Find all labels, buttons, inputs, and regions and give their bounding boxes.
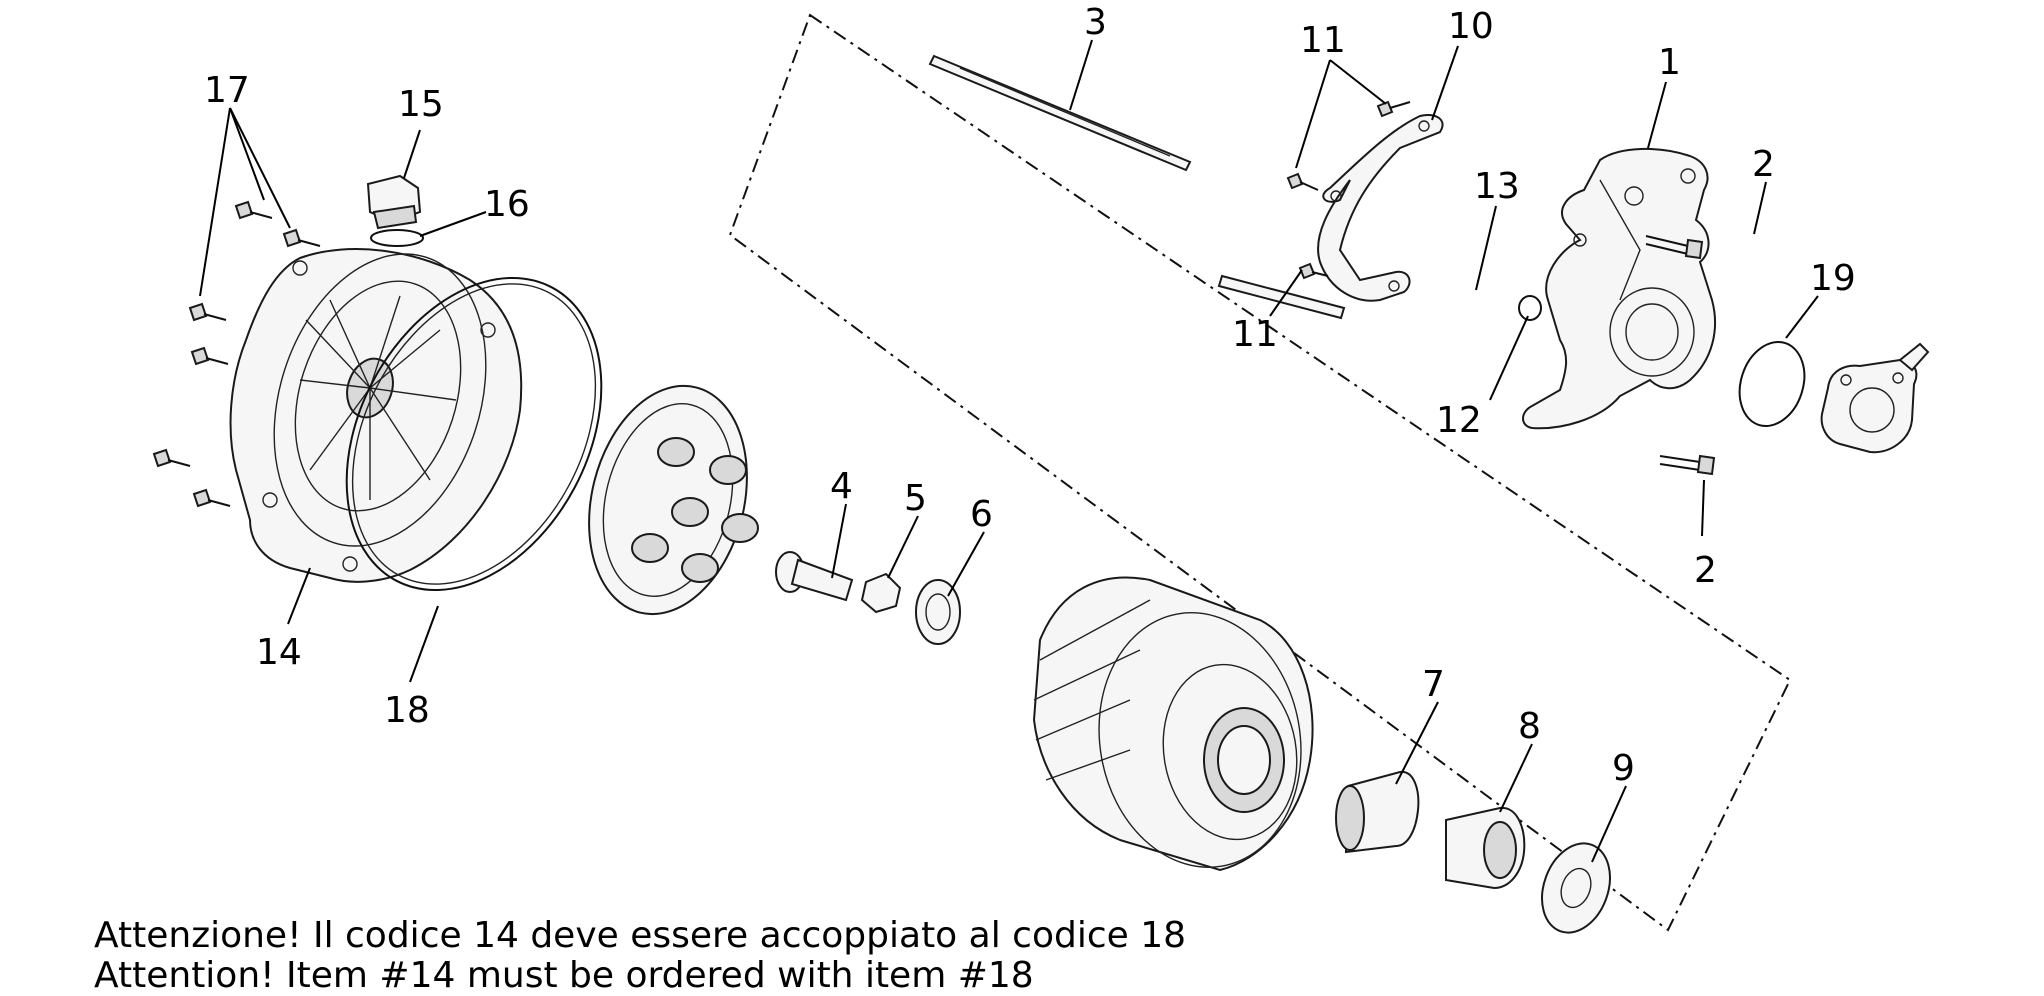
part-13-pin bbox=[1217, 274, 1346, 320]
callout-12: 12 bbox=[1436, 400, 1482, 441]
part-17-cover-bolts bbox=[152, 200, 321, 508]
assembly-boundary bbox=[728, 13, 1792, 932]
part-9-thrust-washer bbox=[1541, 842, 1611, 934]
part-18-gasket-inner bbox=[351, 283, 597, 585]
leader-lines bbox=[199, 39, 1819, 863]
part-11-screw-mid bbox=[1286, 172, 1319, 191]
part-6-lock-washer bbox=[915, 579, 961, 645]
part-11-screw-top bbox=[1376, 100, 1411, 118]
callout-numbers: 1 2 2 3 4 5 6 7 8 9 10 11 11 12 13 14 15… bbox=[204, 2, 1856, 789]
callout-13: 13 bbox=[1474, 166, 1520, 207]
callout-11-top: 11 bbox=[1300, 20, 1346, 61]
part-8-bushing bbox=[1445, 806, 1526, 890]
part-7-needle-bearing bbox=[1335, 770, 1420, 854]
part-14-clutch-cover bbox=[229, 248, 523, 583]
part-3-rod bbox=[928, 54, 1192, 172]
callout-1: 1 bbox=[1658, 42, 1681, 83]
part-15-filler-cap bbox=[366, 174, 422, 230]
callout-10: 10 bbox=[1448, 6, 1494, 47]
slave-cylinder bbox=[1820, 342, 1930, 454]
part-19-o-ring bbox=[1738, 340, 1806, 428]
clutch-basket bbox=[1032, 576, 1314, 872]
callout-15: 15 bbox=[398, 84, 444, 125]
callout-16: 16 bbox=[484, 184, 530, 225]
pressure-plate bbox=[588, 384, 759, 616]
callout-17: 17 bbox=[204, 70, 250, 111]
part-5-nut bbox=[860, 572, 902, 614]
note-italian: Attenzione! Il codice 14 deve essere acc… bbox=[94, 915, 1187, 956]
part-1-housing bbox=[1522, 148, 1716, 430]
callout-6: 6 bbox=[970, 494, 993, 535]
part-2-bolt-lower bbox=[1659, 454, 1716, 476]
part-11-screw-low bbox=[1298, 262, 1329, 280]
part-4-push-rod bbox=[775, 551, 854, 602]
part-12-o-ring bbox=[1518, 295, 1542, 321]
note-english: Attention! Item #14 must be ordered with… bbox=[94, 955, 1034, 996]
callout-9: 9 bbox=[1612, 748, 1635, 789]
part-10-bracket bbox=[1317, 114, 1444, 302]
callout-19: 19 bbox=[1810, 258, 1856, 299]
callout-5: 5 bbox=[904, 478, 927, 519]
callout-2-upper: 2 bbox=[1752, 144, 1775, 185]
callout-3: 3 bbox=[1084, 2, 1107, 43]
part-18-gasket bbox=[345, 276, 603, 592]
callout-11-bottom: 11 bbox=[1232, 314, 1278, 355]
callout-7: 7 bbox=[1422, 664, 1445, 705]
part-16-o-ring bbox=[370, 229, 424, 247]
callout-14: 14 bbox=[256, 632, 302, 673]
part-2-bolt-upper bbox=[1645, 235, 1704, 260]
callout-4: 4 bbox=[830, 466, 853, 507]
callout-2-lower: 2 bbox=[1694, 550, 1717, 591]
callout-8: 8 bbox=[1518, 706, 1541, 747]
callout-18: 18 bbox=[384, 690, 430, 731]
